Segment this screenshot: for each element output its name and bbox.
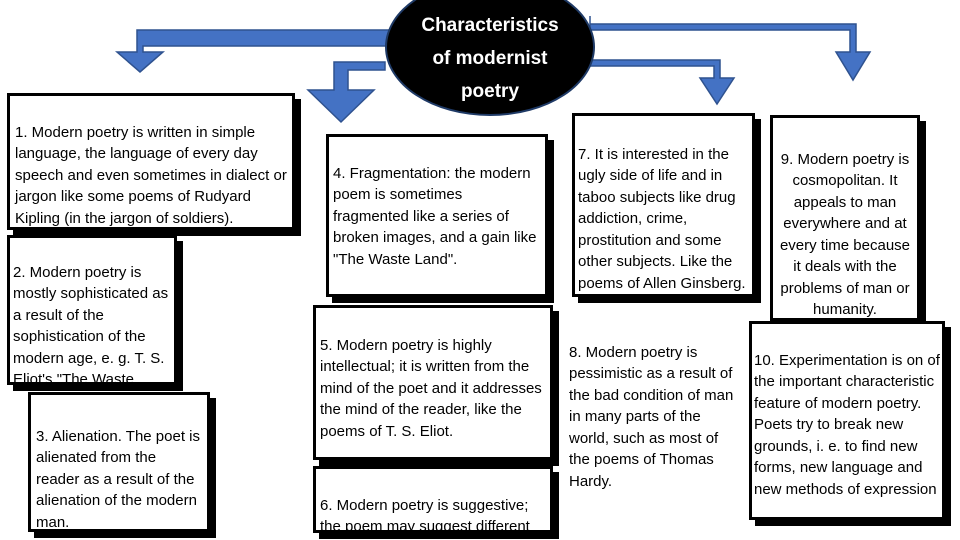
item-6-text: 6. Modern poetry is suggestive; the poem… [320,496,530,533]
item-4-text: 4. Fragmentation: the modern poem is som… [333,164,537,268]
item-9-box: 9. Modern poetry is cosmopolitan. It app… [770,115,920,321]
item-10-text: 10. Experimentation is on of the importa… [754,351,940,498]
item-2-text: 2. Modern poetry is mostly sophisticated… [13,263,169,385]
item-7-text: 7. It is interested in the ugly side of … [578,145,746,292]
arrow-to-item-9 [589,16,872,82]
item-7-box: 7. It is interested in the ugly side of … [572,113,755,297]
item-4-box: 4. Fragmentation: the modern poem is som… [326,134,548,297]
arrow-to-item-7 [581,52,736,106]
item-5-box: 5. Modern poetry is highly intellectual;… [313,305,553,460]
item-9-text: 9. Modern poetry is cosmopolitan. It app… [779,150,911,319]
arrow-to-item-4 [306,61,386,124]
title-text: Characteristics of modernist poetry [421,14,559,102]
item-6-box: 6. Modern poetry is suggestive; the poem… [313,466,553,533]
item-5-text: 5. Modern poetry is highly intellectual;… [320,336,542,440]
item-3-box: 3. Alienation. The poet is alienated fro… [28,392,210,532]
title-node: Characteristics of modernist poetry [385,0,595,116]
item-8-text: 8. Modern poetry is pessimistic as a res… [569,343,734,490]
item-1-box: 1. Modern poetry is written in simple la… [7,93,295,230]
item-1-text: 1. Modern poetry is written in simple la… [15,123,287,227]
item-8-box: 8. Modern poetry is pessimistic as a res… [565,314,743,510]
item-2-box: 2. Modern poetry is mostly sophisticated… [7,235,177,385]
item-3-text: 3. Alienation. The poet is alienated fro… [36,427,201,531]
item-10-box: 10. Experimentation is on of the importa… [749,321,945,520]
arrow-to-item-1 [114,29,396,73]
